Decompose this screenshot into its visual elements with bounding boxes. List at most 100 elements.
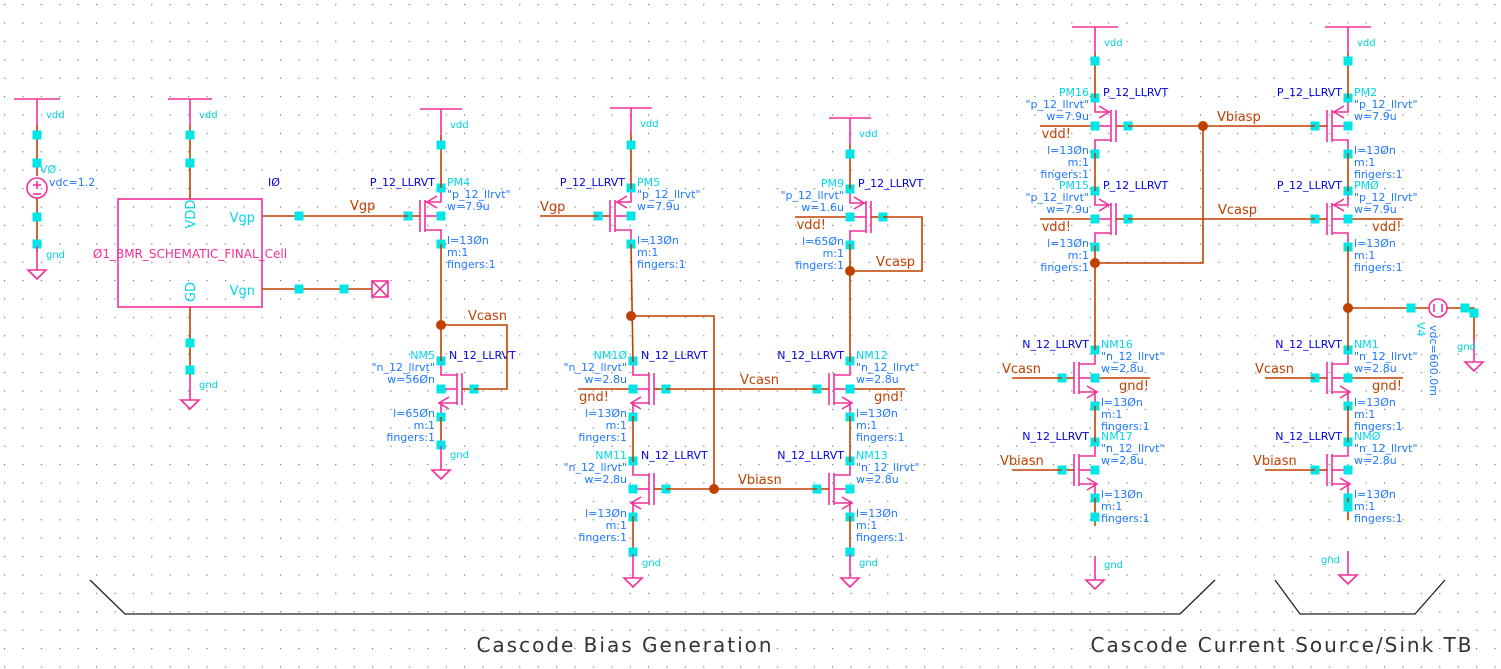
gnd-triangle [1463,361,1485,373]
instance-name-label: NM5 [410,349,435,362]
gnd-triangle [430,469,452,481]
gnd-symbol[interactable]: gnd [839,554,878,589]
gnd-symbol[interactable]: gnd [622,554,661,589]
gnd-symbol[interactable]: gnd [179,376,218,411]
gnd-symbol[interactable]: gnd [1084,556,1123,591]
gnd-symbol[interactable]: gnd [1457,338,1485,373]
pin-terminal[interactable] [1090,214,1100,224]
transistor-pm15[interactable]: vdd!P_12_LLRVTPM15"p_12_llrvt"w=7.9ul=13… [1025,179,1168,274]
vdd-symbol[interactable]: vdd [168,98,218,125]
pin-terminal[interactable] [626,140,636,150]
pin-terminal[interactable] [845,484,855,494]
pin-terminal[interactable] [1343,214,1353,224]
pin-terminal[interactable] [339,284,349,294]
pin-terminal[interactable] [185,130,195,140]
transistor-nm1ø[interactable]: gnd!N_12_LLRVTNM1Ø"n_12_llrvt"w=2.8ul=13… [563,349,708,444]
pin-terminal[interactable] [628,384,638,394]
multiplier-param: m:1 [1068,249,1089,262]
pin-terminal[interactable] [32,239,42,249]
pin-terminal[interactable] [436,140,446,150]
pin-terminal[interactable] [436,440,446,450]
pin-terminal[interactable] [1090,465,1100,475]
pin-terminal[interactable] [1090,373,1100,383]
pin-terminal[interactable] [1343,56,1353,66]
pin-terminal[interactable] [626,211,636,221]
pin-terminal[interactable] [1090,512,1100,522]
pin-terminal[interactable] [32,130,42,140]
pin-terminal[interactable] [845,149,855,159]
pin-terminal[interactable] [1469,308,1479,318]
mos-bottom-terminal [440,402,457,417]
pin-terminal[interactable] [185,338,195,348]
vdd-symbol[interactable]: vdd [1072,26,1123,53]
width-param: w=2.8u [1354,454,1397,467]
pin-terminal[interactable] [845,212,855,222]
gnd-symbol[interactable]: gnd [430,446,469,481]
pin-terminal[interactable] [1343,373,1353,383]
vdd-label: vdd [1357,38,1376,49]
pin-terminal[interactable] [1090,121,1100,131]
pin-terminal[interactable] [1090,56,1100,66]
pin-terminal[interactable] [32,158,42,168]
nmos-arrow [1086,477,1099,491]
pin-terminal[interactable] [294,211,304,221]
gnd-symbol[interactable]: gnd [26,246,65,281]
net-vcasp[interactable] [850,216,923,272]
transistor-pm9[interactable]: vdd!P_12_LLRVTPM9"p_12_llrvt"w=1.6ul=65Ø… [780,177,923,272]
vdd-symbol[interactable]: vdd [1325,26,1376,53]
cell-name-label: P_12_LLRVT [560,176,625,189]
multiplier-param: m:1 [1068,156,1089,169]
pin-terminal[interactable] [436,211,446,221]
fingers-param: fingers:1 [795,259,844,272]
gnd-symbol[interactable]: gnd [1321,551,1359,586]
pin-terminal[interactable] [1343,502,1353,512]
wire[interactable] [630,243,634,363]
mos-bottom-terminal [1094,139,1111,154]
pin-terminal[interactable] [628,547,638,557]
vdd-symbol[interactable]: vdd [14,98,65,125]
pin-terminal[interactable] [845,547,855,557]
net-vbiasn[interactable] [631,315,715,489]
pin-terminal[interactable] [294,284,304,294]
pin-terminal[interactable] [436,384,446,394]
vdd-symbol[interactable]: vdd [610,107,659,134]
multiplier-param: m:1 [1354,156,1375,169]
vdd-symbol[interactable]: vdd [420,108,469,135]
pin-terminal[interactable] [1343,465,1353,475]
pin-terminal[interactable] [628,484,638,494]
pin-terminal[interactable] [1460,303,1470,313]
transistor-nm11[interactable]: N_12_LLRVTNM11"n_12_llrvt"w=2.8ul=13Ønm:… [563,449,708,544]
vdd-symbol[interactable]: vdd [829,117,878,144]
pin-terminal[interactable] [185,158,195,168]
pin-terminal[interactable] [32,212,42,222]
pin-terminal[interactable] [1343,121,1353,131]
pin-terminal[interactable] [845,384,855,394]
transistor-pm16[interactable]: vdd!P_12_LLRVTPM16"p_12_llrvt"w=7.9ul=13… [1025,86,1168,181]
net-vcasn[interactable] [441,324,508,390]
net-vbiasp[interactable] [1095,126,1204,264]
multiplier-param: m:1 [637,246,658,259]
transistor-nm5[interactable]: N_12_LLRVTNM5"n_12_llrvt"w=56Ønl=65Ønm:1… [371,349,516,444]
length-param: l=13Øn [1101,396,1143,409]
net-label-vcasn: Vcasn [1255,362,1294,377]
pin-terminal[interactable] [1406,303,1416,313]
wire[interactable] [1447,307,1475,340]
instance-name-label: PM5 [637,176,660,189]
pin-terminal[interactable] [185,365,195,375]
cell-name-label: P_12_LLRVT [1277,86,1342,99]
noconn-terminator[interactable] [371,280,389,298]
